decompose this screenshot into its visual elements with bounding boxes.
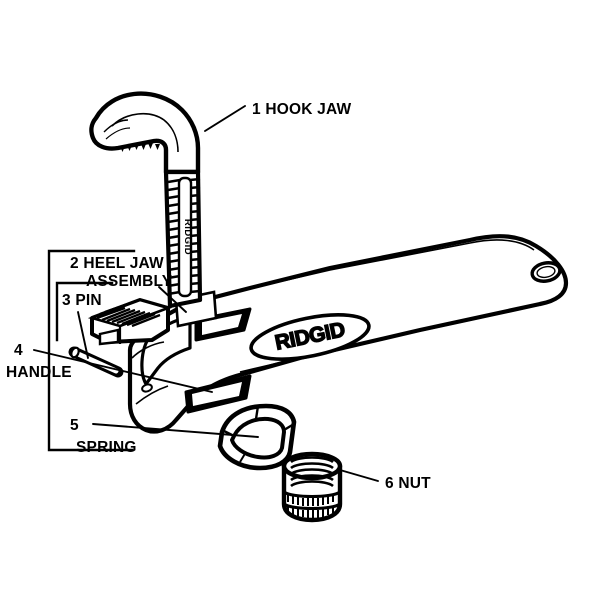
callout-brackets xyxy=(47,249,136,452)
leader-heel-jaw-assembly xyxy=(158,286,187,313)
callout-leaders xyxy=(33,105,379,482)
hook-jaw-teeth xyxy=(120,143,160,152)
pin-end-cap xyxy=(70,346,80,359)
callout-label-nut: 6 NUT xyxy=(385,475,431,492)
leader-spring xyxy=(92,423,259,438)
nut-band-separator-1 xyxy=(283,490,341,498)
nut-knurling xyxy=(287,494,334,518)
callout-label-pin: 3 PIN xyxy=(62,292,102,309)
hook-jaw-stamp-text: RIDGID xyxy=(182,219,193,255)
handle-head-detail-1 xyxy=(131,341,165,359)
brand-logo-oval xyxy=(249,313,371,361)
callout-label-handle-name: HANDLE xyxy=(6,364,72,381)
heel-jaw-tab xyxy=(98,328,120,346)
hook-jaw-nose-detail-2 xyxy=(105,127,131,140)
leader-pin xyxy=(77,311,89,359)
handle-hang-hole-inner xyxy=(536,265,556,279)
leader-handle xyxy=(33,349,213,393)
callout-label-hook-jaw: 1 HOOK JAW xyxy=(252,101,351,118)
heel-jaw-teeth xyxy=(96,300,161,328)
callout-label-spring-name: SPRING xyxy=(76,439,137,456)
bracket-outer xyxy=(47,249,136,452)
handle-head-detail-2 xyxy=(135,385,169,405)
hook-jaw-inner-contour xyxy=(111,113,179,153)
leader-hook-jaw xyxy=(204,105,246,132)
handle-top-edge xyxy=(199,239,535,301)
spring-arch xyxy=(230,416,286,460)
callout-label-heel-jaw-assembly-line1: 2 HEEL JAW xyxy=(70,255,164,272)
nut-band-separator-2 xyxy=(283,502,341,510)
handle-brand-logo: RIDGID xyxy=(249,313,371,361)
spring-rib-right xyxy=(283,422,295,432)
callout-label-heel-jaw-assembly-line2: ASSEMBLY xyxy=(86,273,173,290)
handle-relief-pocket-lower-face xyxy=(192,382,242,406)
nut-internal-threads xyxy=(290,456,334,488)
hook-jaw-stamp-plate xyxy=(177,176,193,298)
handle-relief-pocket-upper-face xyxy=(202,314,242,335)
leader-nut xyxy=(339,469,379,482)
callout-label-spring-number: 5 xyxy=(70,417,79,434)
part-heel-jaw-assembly xyxy=(87,298,173,346)
handle-pin-hole xyxy=(141,383,153,393)
part-hook-jaw: RIDGID xyxy=(89,91,203,309)
callout-label-handle-number: 4 xyxy=(14,342,23,359)
bracket-pin xyxy=(55,281,114,342)
spring-rib-top xyxy=(254,405,260,420)
callout-labels: 1 HOOK JAW 2 HEEL JAW ASSEMBLY 3 PIN 4 H… xyxy=(6,101,431,492)
part-handle: RIDGID xyxy=(127,234,569,434)
part-nut xyxy=(281,451,343,523)
hook-jaw-nose-detail xyxy=(103,119,129,133)
spring-rib-bottom xyxy=(239,451,247,463)
